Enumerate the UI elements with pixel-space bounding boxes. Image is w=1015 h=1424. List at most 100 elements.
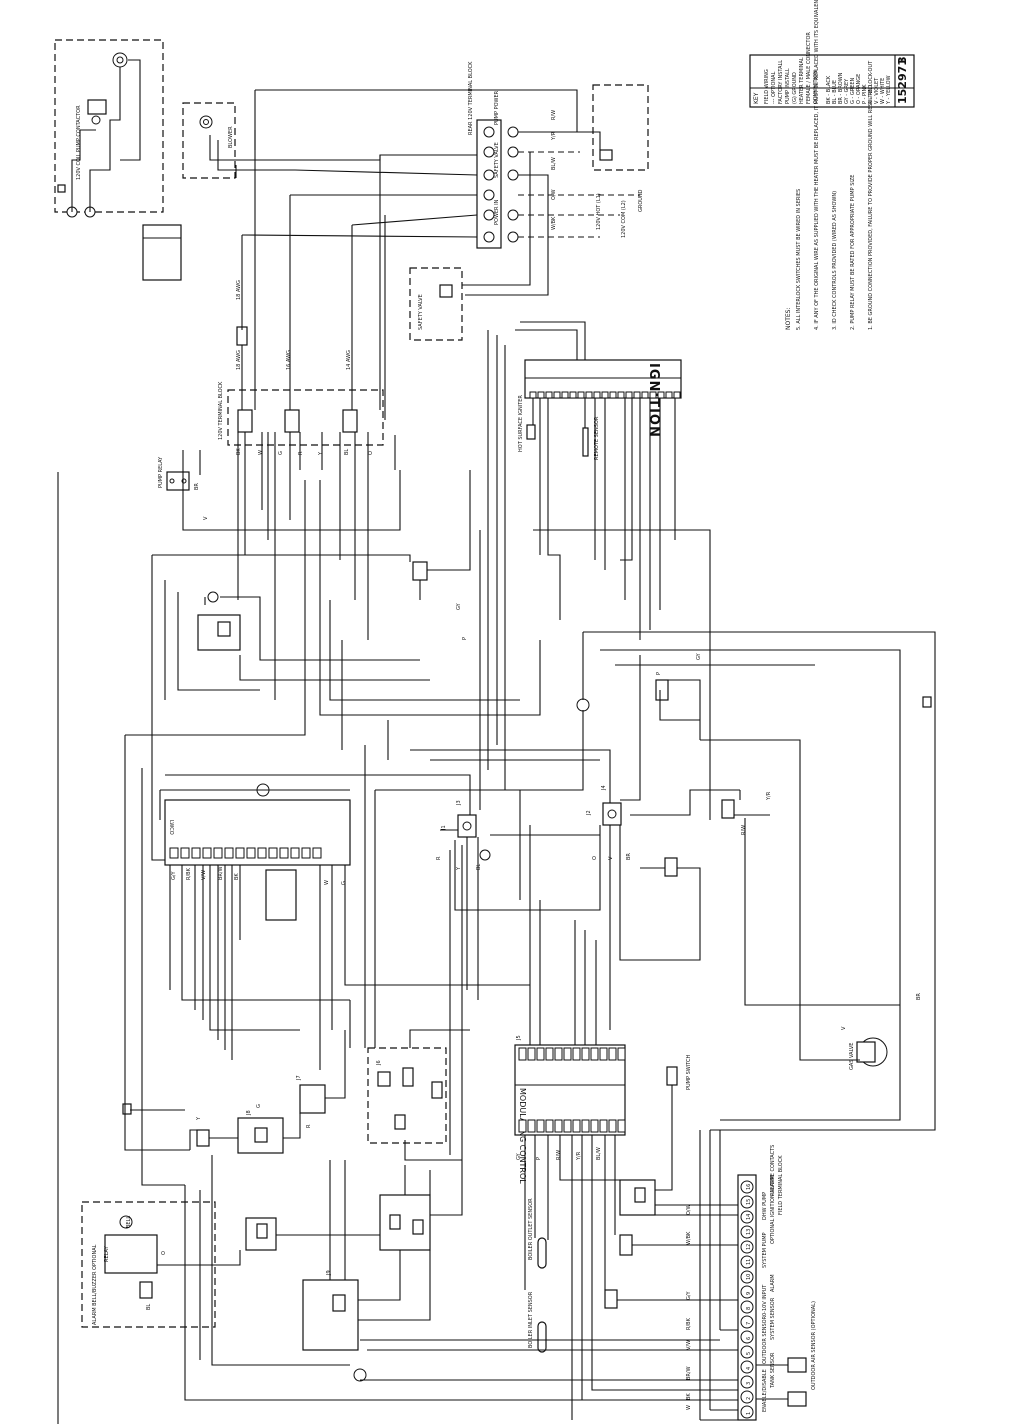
ignition-terminal bbox=[665, 391, 673, 399]
legend-color-item: W - WHITE bbox=[880, 78, 886, 104]
field-terminal-number: 6 bbox=[746, 1337, 752, 1340]
wire-color-tag: W bbox=[686, 1405, 692, 1410]
modulating-terminal bbox=[536, 1119, 545, 1133]
field-terminal-number: 1 bbox=[746, 1412, 752, 1415]
wire-color-tag: BL bbox=[476, 864, 482, 870]
modulating-terminal bbox=[554, 1119, 563, 1133]
wire-color-tag: BR bbox=[626, 853, 632, 860]
wire-color-tag: O bbox=[161, 1251, 167, 1255]
connector-tag: J8 bbox=[246, 1110, 252, 1116]
modulating-terminal bbox=[617, 1047, 626, 1061]
blower-box: BLOWER bbox=[182, 102, 236, 179]
field-terminal-circle bbox=[740, 1270, 754, 1284]
ignition-terminal bbox=[657, 391, 665, 399]
modulating-terminal bbox=[536, 1047, 545, 1061]
field-terminal-circle bbox=[740, 1360, 754, 1374]
field-terminal-circle bbox=[740, 1285, 754, 1299]
power-hot-label: 120V HOT (L1) bbox=[596, 193, 602, 230]
lwco-terminal bbox=[290, 847, 300, 859]
field-terminal-circle bbox=[740, 1210, 754, 1224]
center-connector-left bbox=[457, 814, 491, 861]
note-item: 1. BE GROUND CONNECTION PROVIDED, FAILUR… bbox=[868, 60, 874, 330]
wire-color-tag: O bbox=[368, 451, 374, 455]
wire-color-tag: BK bbox=[686, 1393, 692, 1400]
ignition-terminal bbox=[649, 391, 657, 399]
wire-color-tag: G/Y bbox=[686, 1290, 692, 1300]
wire-color-tag: R/W bbox=[741, 825, 747, 835]
wire-color-tag: BR bbox=[916, 993, 922, 1000]
pump-power-label: PUMP POWER bbox=[494, 90, 500, 125]
ignition-terminal bbox=[673, 391, 681, 399]
ignition-terminals bbox=[529, 391, 681, 399]
wire-color-tag: R/BK bbox=[186, 867, 192, 880]
lwco-terminals bbox=[169, 847, 322, 859]
wire-color-tag: W bbox=[258, 450, 264, 455]
wire-gauge-tag: 16 AWG bbox=[286, 350, 292, 370]
field-terminal-label: SYSTEM PUMP bbox=[762, 1232, 768, 1268]
lwco-terminal bbox=[268, 847, 278, 859]
field-terminal-number: 9 bbox=[746, 1292, 752, 1295]
connector-tag: J3 bbox=[456, 800, 462, 806]
wire-color-tag: V/W bbox=[201, 870, 207, 880]
lwco-terminal bbox=[312, 847, 322, 859]
field-terminal-circle bbox=[740, 1180, 754, 1194]
connector-tag: J6 bbox=[376, 1060, 382, 1066]
right-switches: PUMP SWITCH GAS VALVE bbox=[576, 679, 932, 1090]
lwco-terminal bbox=[301, 847, 311, 859]
field-terminal-number: 10 bbox=[746, 1274, 752, 1280]
pump-relay: PUMP RELAY bbox=[158, 456, 190, 491]
wire-color-tag: R bbox=[298, 451, 304, 455]
field-terminal-number: 5 bbox=[746, 1352, 752, 1355]
wire-color-tag: R bbox=[306, 1124, 312, 1128]
modulating-terminal bbox=[581, 1119, 590, 1133]
wire-color-tag: GY bbox=[456, 602, 462, 610]
field-terminal-label: ALARM bbox=[770, 1274, 776, 1292]
modulating-terminal bbox=[599, 1119, 608, 1133]
ignition-title: IGNITION bbox=[646, 363, 661, 438]
wire-color-tag: V bbox=[841, 1026, 847, 1030]
field-terminal-number: 11 bbox=[746, 1259, 752, 1265]
legend-line-item: FACTORY INSTALL bbox=[778, 60, 784, 104]
pump-contactor-caption: 120V COIL PUMP CONTACTOR bbox=[76, 105, 82, 180]
modulating-terminal bbox=[581, 1047, 590, 1061]
modulating-terminal bbox=[563, 1119, 572, 1133]
ignition-terminal bbox=[537, 391, 545, 399]
legend-color-item: BK - BLACK bbox=[826, 75, 832, 104]
modulating-terminal bbox=[590, 1119, 599, 1133]
lwco-terminal bbox=[246, 847, 256, 859]
field-terminal-number: 8 bbox=[746, 1307, 752, 1310]
ignition-terminal bbox=[577, 391, 585, 399]
legend-color-item: R - RED bbox=[868, 85, 874, 104]
wire-color-tag: W/BK bbox=[551, 216, 557, 230]
lwco-controller: LWCO bbox=[164, 783, 351, 921]
modulating-terminal bbox=[590, 1047, 599, 1061]
ignition-terminal bbox=[593, 391, 601, 399]
revision-number: 3 bbox=[896, 56, 909, 64]
ignition-terminal bbox=[601, 391, 609, 399]
alarm-bell-caption: ALARM BELL/BUZZER OPTIONAL bbox=[92, 1244, 98, 1325]
legend-color-item: GY - GREY bbox=[844, 78, 850, 104]
field-terminal-number: 4 bbox=[746, 1367, 752, 1370]
remote-signal-box bbox=[142, 224, 182, 281]
connector-tag: J5 bbox=[516, 1035, 522, 1041]
safety-valve-box: SAFETY VALVE bbox=[409, 267, 463, 341]
field-terminal-circle bbox=[740, 1240, 754, 1254]
legend-color-item: O - ORANGE bbox=[856, 74, 862, 104]
field-terminal-number: 7 bbox=[746, 1322, 752, 1325]
modulating-terminal bbox=[608, 1047, 617, 1061]
left-switch-group bbox=[122, 1084, 326, 1154]
connector-tag: J9 bbox=[326, 1270, 332, 1276]
boiler-outlet-caption: BOILER OUTLET SENSOR bbox=[528, 1198, 534, 1260]
wire-color-tag: Y bbox=[318, 451, 324, 456]
wire-gauge-tag: 18 AWG bbox=[236, 280, 242, 300]
field-terminal-label: 0-10V INPUT bbox=[762, 1284, 768, 1316]
rear-terminal-caption: REAR 120V TERMINAL BLOCK bbox=[468, 61, 474, 135]
modulating-terminal bbox=[527, 1119, 536, 1133]
gas-valve-caption: GAS VALVE bbox=[849, 1043, 855, 1070]
wire-color-tag: V bbox=[203, 516, 209, 520]
